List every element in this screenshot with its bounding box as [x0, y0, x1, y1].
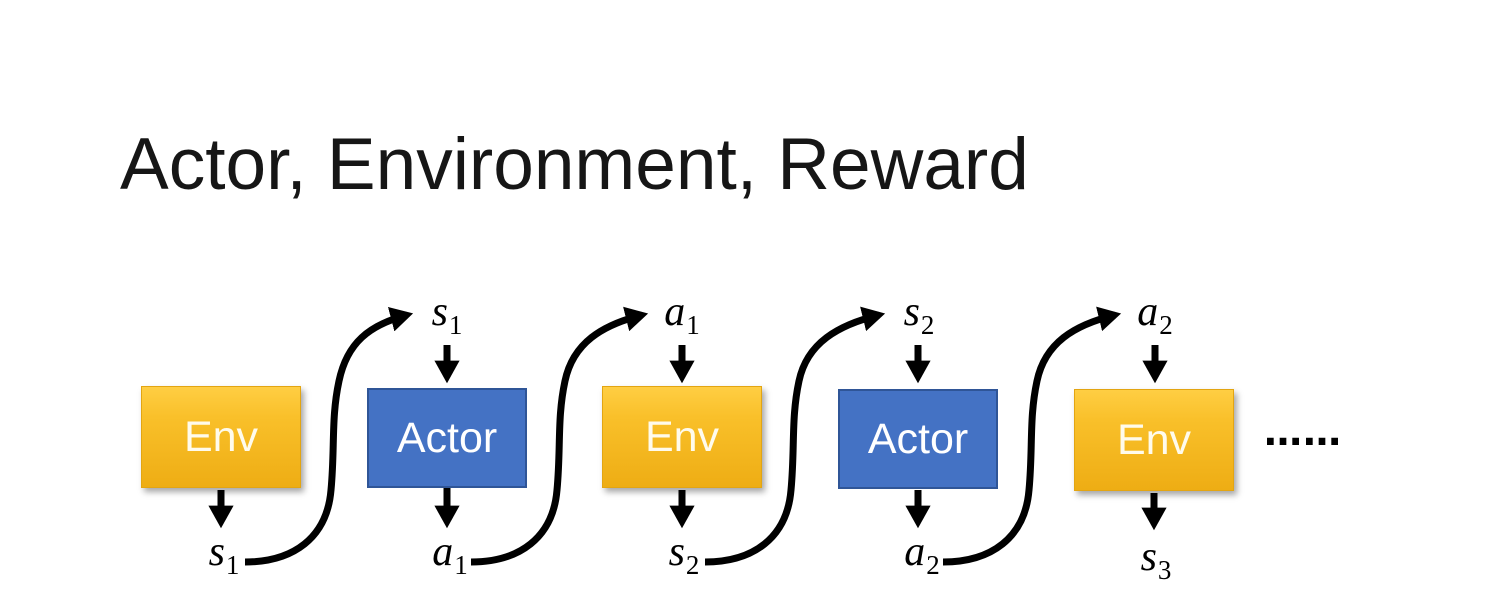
label-top-a1-sub: 1	[686, 310, 700, 340]
ellipsis-dots: ……	[1264, 410, 1342, 454]
label-bottom-a1-base: a	[432, 529, 454, 575]
label-bottom-a1-sub: 1	[454, 550, 468, 580]
label-top-a1: a1	[664, 291, 700, 339]
label-top-s2: s2	[904, 291, 935, 339]
label-bottom-s2-base: s	[668, 529, 685, 575]
actor-box-2-label: Actor	[867, 414, 969, 463]
actor-box-1-label: Actor	[396, 413, 498, 462]
slide-title: Actor, Environment, Reward	[120, 124, 1029, 205]
env-box-2: Env	[602, 386, 762, 488]
label-bottom-s3: s3	[1141, 536, 1172, 584]
label-top-s1-sub: 1	[448, 310, 463, 340]
label-top-a2: a2	[1137, 291, 1173, 339]
env-box-2-label: Env	[644, 412, 720, 461]
label-top-a1-base: a	[664, 289, 686, 335]
label-bottom-a2-sub: 2	[926, 550, 940, 580]
label-bottom-s1-base: s	[208, 529, 225, 575]
label-bottom-a1: a1	[432, 531, 468, 579]
env-box-1-label: Env	[183, 412, 259, 461]
env-box-3-label: Env	[1116, 415, 1192, 464]
label-bottom-s1-sub: 1	[225, 550, 240, 580]
actor-box-2: Actor	[838, 389, 998, 489]
label-top-s1-base: s	[431, 289, 448, 335]
label-bottom-a2: a2	[904, 531, 940, 579]
label-bottom-s2-sub: 2	[685, 550, 700, 580]
label-bottom-s2: s2	[669, 531, 700, 579]
label-top-a2-sub: 2	[1159, 310, 1173, 340]
env-box-3: Env	[1074, 389, 1234, 491]
env-box-1: Env	[141, 386, 301, 488]
actor-box-1: Actor	[367, 388, 527, 488]
label-bottom-s3-base: s	[1140, 534, 1157, 580]
label-bottom-a2-base: a	[904, 529, 926, 575]
label-top-s1: s1	[432, 291, 463, 339]
label-bottom-s1: s1	[209, 531, 240, 579]
label-top-s2-sub: 2	[920, 310, 935, 340]
label-bottom-s3-sub: 3	[1157, 555, 1172, 585]
label-top-s2-base: s	[903, 289, 920, 335]
label-top-a2-base: a	[1137, 289, 1159, 335]
